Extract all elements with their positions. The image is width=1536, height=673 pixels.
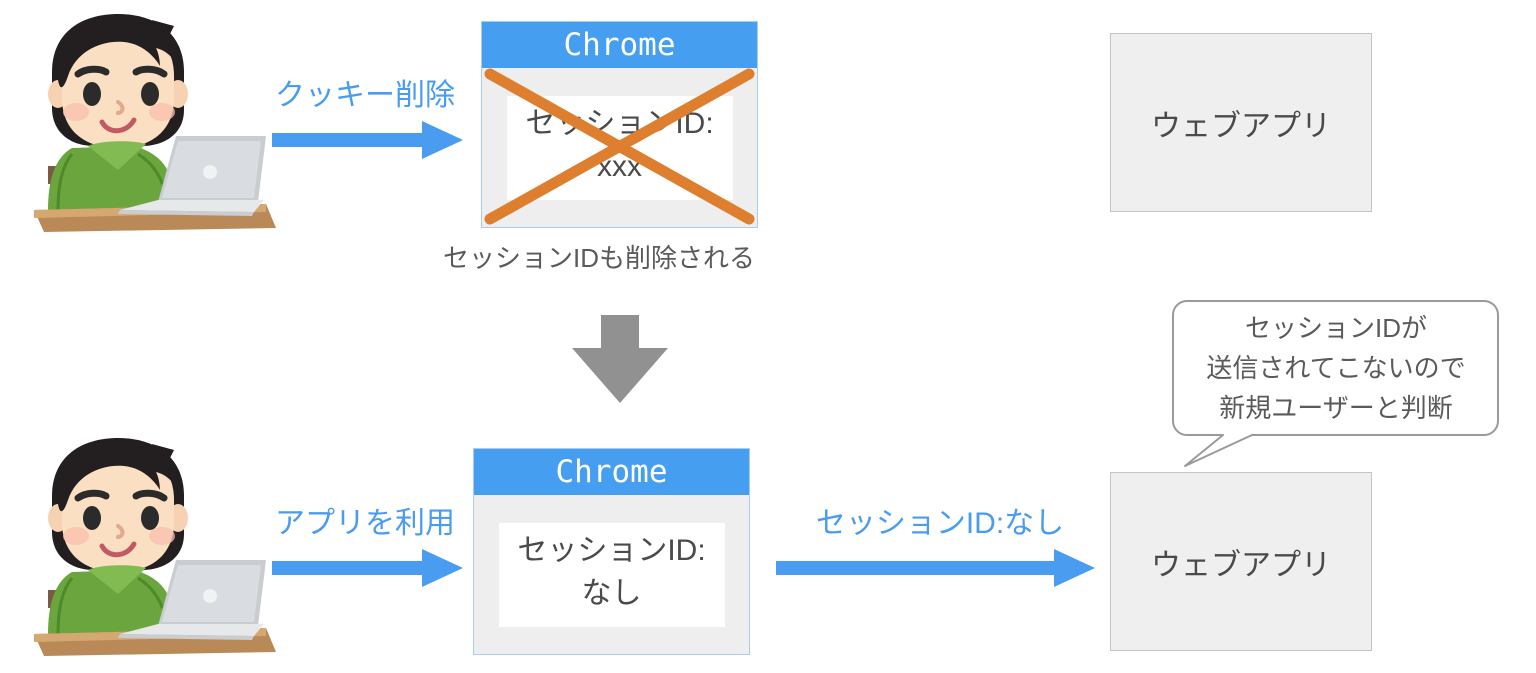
chrome-window-bottom: Chrome セッションID: なし [473, 448, 750, 655]
webapp-box-bottom: ウェブアプリ [1110, 472, 1372, 651]
webapp-label-bottom: ウェブアプリ [1151, 548, 1331, 582]
webapp-box-top: ウェブアプリ [1110, 33, 1372, 212]
arrow-label-use-app: アプリを利用 [275, 507, 455, 540]
chrome-titlebar-bottom: Chrome [474, 449, 749, 495]
chrome-window-top: Chrome セッションID: xxx [481, 21, 758, 228]
chrome-body-top: セッションID: xxx [482, 68, 757, 227]
callout-text: セッションIDが 送信されてこないので 新規ユーザーと判断 [1166, 294, 1506, 428]
caption-session-deleted: セッションIDも削除される [443, 243, 756, 273]
session-id-label-bottom: セッションID: [517, 533, 706, 567]
arrow-right-bottom-right [776, 549, 1095, 587]
callout-line-3: 新規ユーザーと判断 [1219, 393, 1453, 423]
arrow-right-bottom-left [272, 549, 463, 587]
session-id-value-bottom: なし [581, 577, 642, 610]
arrow-right-top [272, 121, 463, 159]
webapp-label-top: ウェブアプリ [1151, 109, 1331, 143]
session-id-label-top: セッションID: [525, 106, 714, 140]
person-using-laptop-bottom [14, 438, 284, 656]
arrow-label-session-id-none: セッションID:なし [815, 507, 1065, 540]
session-id-value-top: xxx [597, 150, 642, 183]
down-arrow-icon [572, 315, 668, 403]
callout-line-1: セッションIDが [1244, 313, 1427, 343]
callout-line-2: 送信されてこないので [1206, 353, 1466, 383]
chrome-titlebar-top: Chrome [482, 22, 757, 68]
session-id-box-bottom: セッションID: なし [498, 522, 725, 627]
chrome-body-bottom: セッションID: なし [474, 495, 749, 654]
session-id-box-top: セッションID: xxx [506, 95, 733, 200]
arrow-label-cookie-delete: クッキー削除 [275, 79, 455, 112]
callout-bubble: セッションIDが 送信されてこないので 新規ユーザーと判断 [1166, 294, 1506, 474]
person-using-laptop-top [14, 14, 284, 232]
